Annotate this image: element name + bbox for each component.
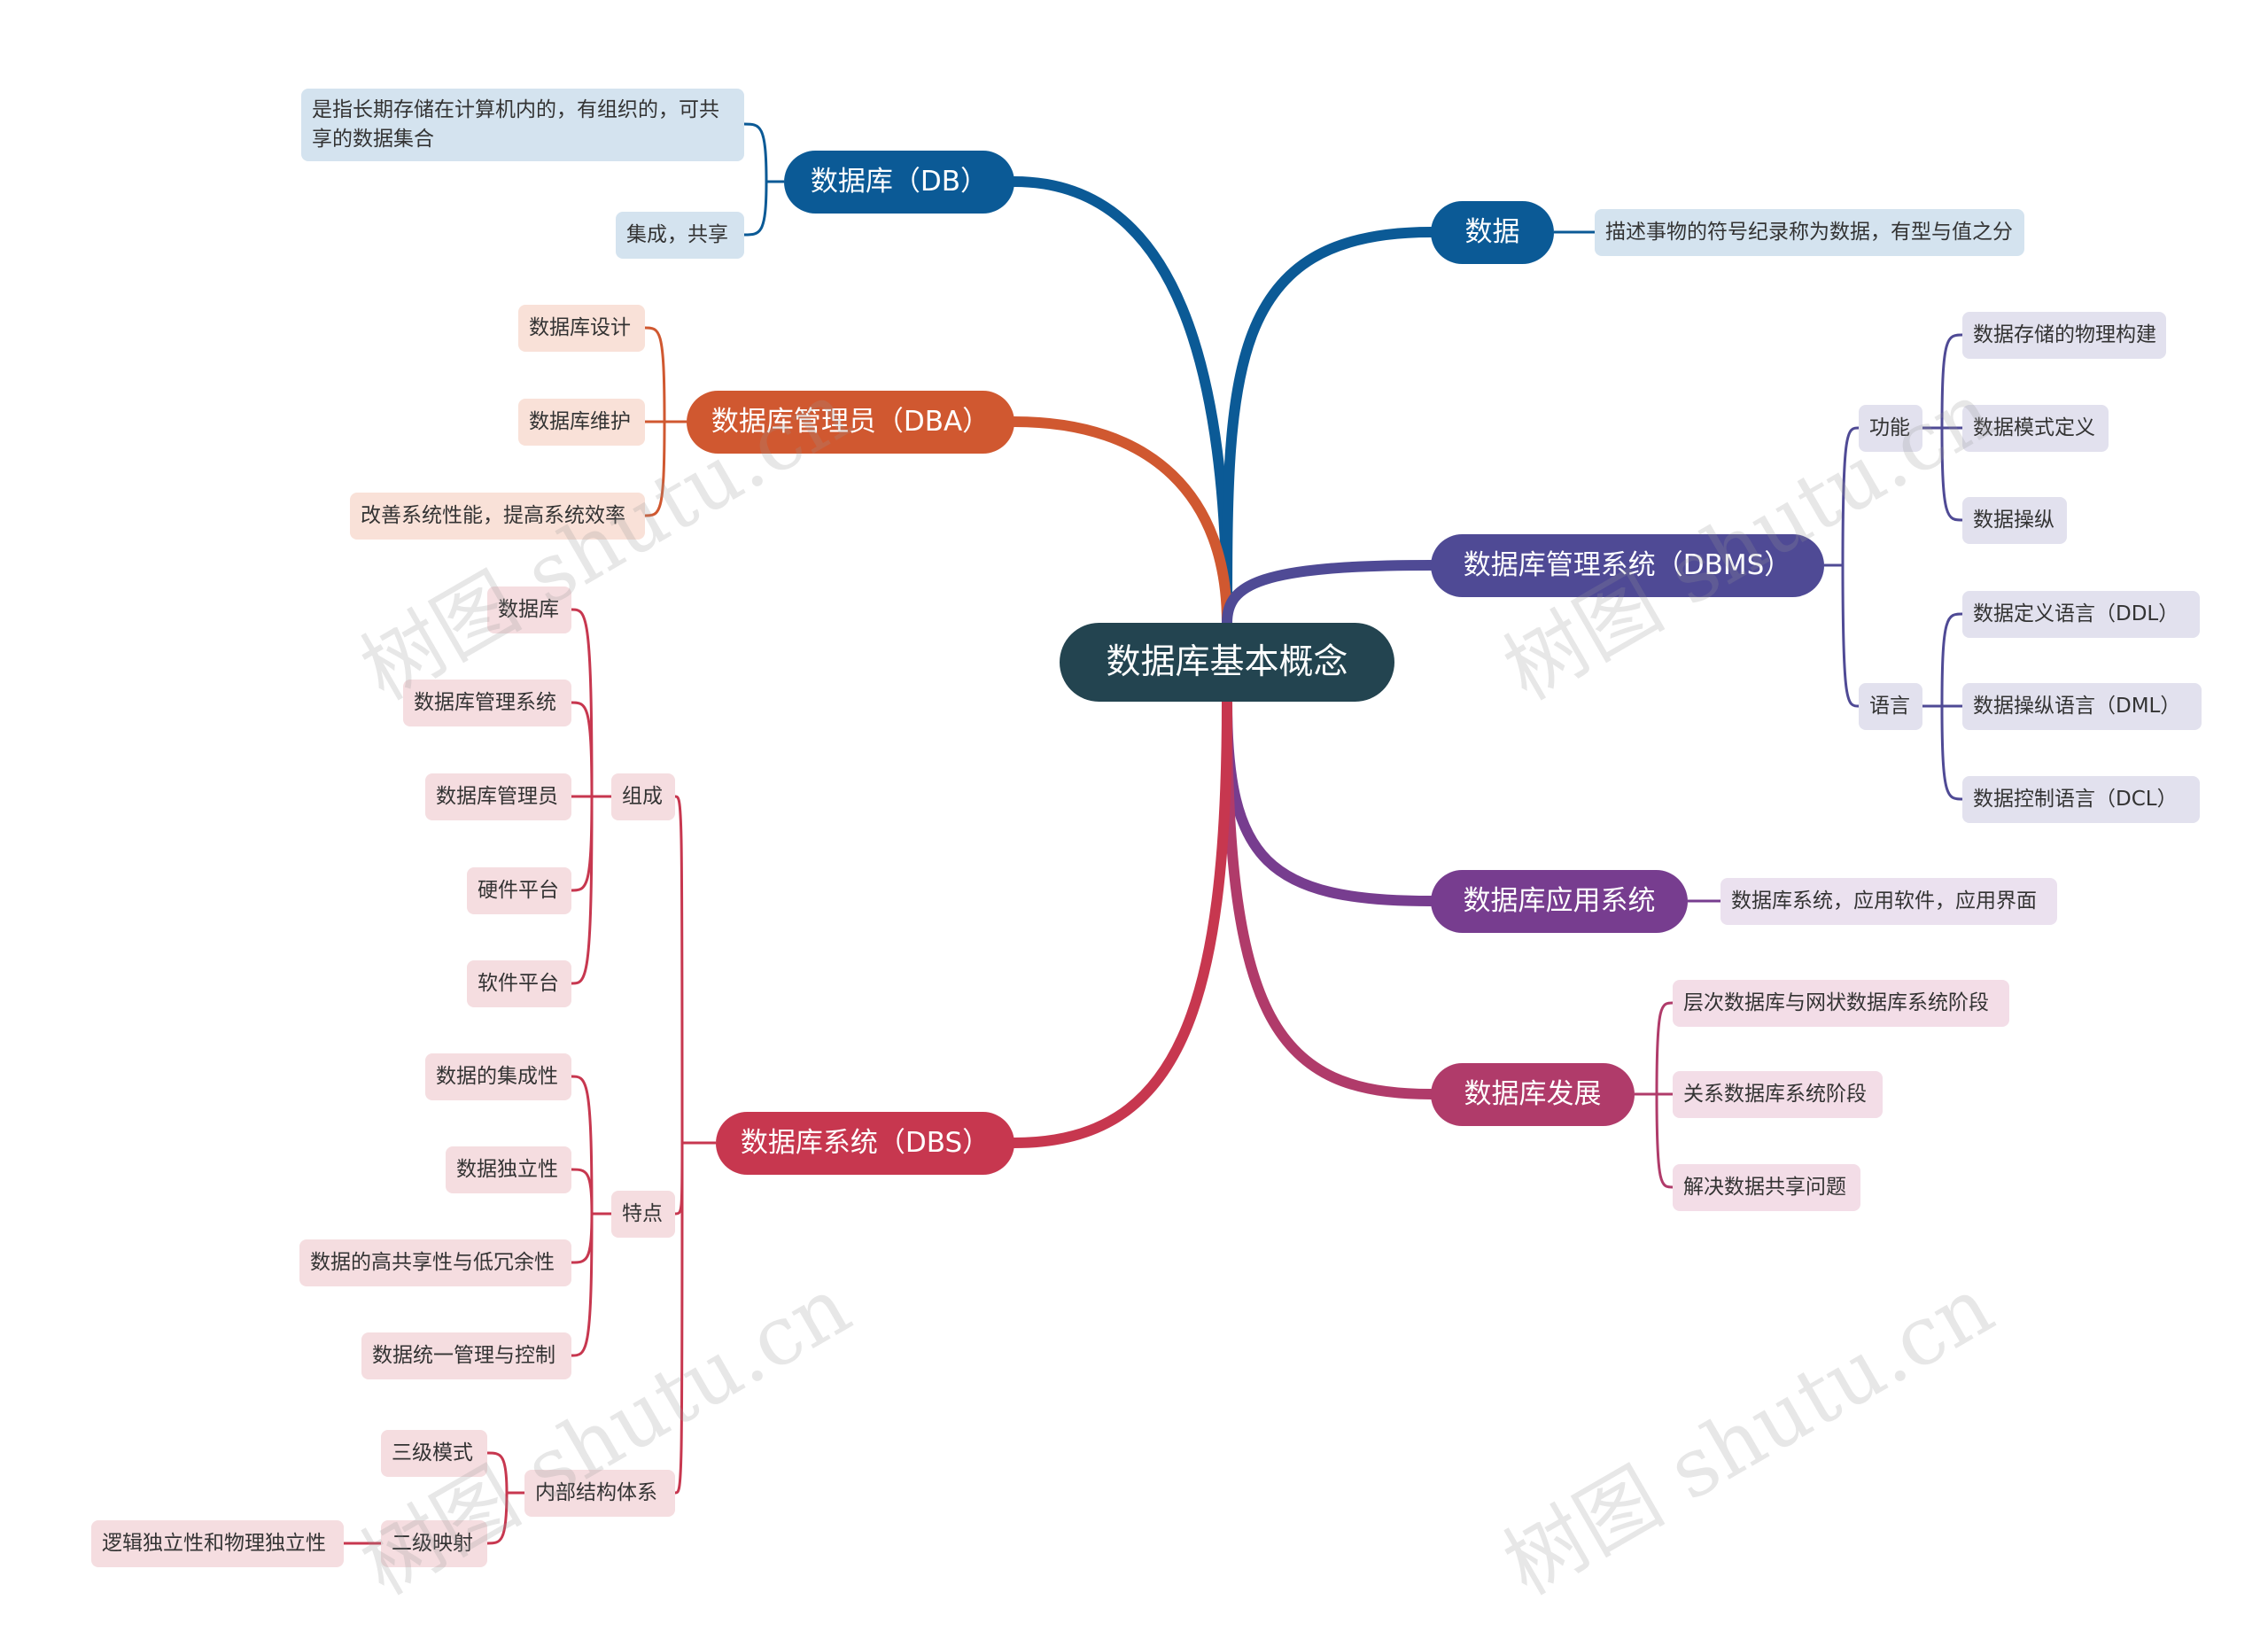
links-db [743, 122, 784, 237]
leaf-dbms-physical[interactable]: 数据存储的物理构建 [1962, 312, 2166, 359]
central-topic-label: 数据库基本概念 [1106, 642, 1348, 682]
leaf-dbs-comp-dba-text: 数据库管理员 [436, 785, 558, 808]
dbms-group-languages-label: 语言 [1869, 695, 1910, 718]
branch-data-label: 数据 [1464, 216, 1520, 248]
branch-dba[interactable]: 数据库管理员（DBA） [687, 391, 1014, 454]
leaf-dev-relational[interactable]: 关系数据库系统阶段 [1673, 1071, 1883, 1118]
link-center-dev [1222, 696, 1436, 1099]
branch-dbas-label: 数据库应用系统 [1463, 885, 1656, 917]
leaf-dba-design-text: 数据库设计 [529, 316, 631, 339]
link-center-dbms [1222, 560, 1436, 628]
leaf-dbs-comp-database[interactable]: 数据库 [487, 586, 571, 633]
leaf-dbms-manipulation[interactable]: 数据操纵 [1962, 497, 2067, 544]
leaf-dba-performance-text: 改善系统性能，提高系统效率 [361, 504, 625, 527]
dbs-group-structure[interactable]: 内部结构体系 [524, 1470, 675, 1517]
leaf-dev-relational-text: 关系数据库系统阶段 [1683, 1083, 1867, 1106]
branch-dev[interactable]: 数据库发展 [1431, 1063, 1635, 1126]
links-dev [1635, 1001, 1674, 1189]
leaf-dbs-comp-hardware-text: 硬件平台 [478, 879, 559, 902]
dbs-group-features-label: 特点 [622, 1202, 663, 1225]
links-dbs-composition [571, 608, 611, 985]
links-dbs-features [571, 1075, 611, 1357]
leaf-dbms-manipulation-text: 数据操纵 [1973, 509, 2054, 532]
links-dba [644, 326, 687, 517]
link-center-db [1009, 176, 1232, 628]
dbms-group-functions-label: 功能 [1869, 416, 1910, 439]
branch-dba-label: 数据库管理员（DBA） [711, 406, 990, 438]
leaf-dbs-feat-sharing[interactable]: 数据的高共享性与低冗余性 [299, 1239, 571, 1286]
dbs-group-composition[interactable]: 组成 [611, 773, 675, 820]
leaf-dbas-components-text: 数据库系统，应用软件，应用界面 [1731, 889, 2037, 913]
link-center-dbas [1222, 696, 1436, 906]
leaf-dbs-two-mapping-text: 二级映射 [392, 1532, 473, 1555]
leaf-dba-maintenance-text: 数据库维护 [529, 410, 631, 433]
leaf-db-features-text: 集成，共享 [626, 223, 728, 246]
leaf-dbms-ddl[interactable]: 数据定义语言（DDL） [1962, 591, 2200, 638]
branch-dbs[interactable]: 数据库系统（DBS） [716, 1112, 1014, 1175]
leaf-dbms-schema[interactable]: 数据模式定义 [1962, 405, 2109, 452]
leaf-dbs-independence-types[interactable]: 逻辑独立性和物理独立性 [91, 1520, 344, 1567]
central-topic[interactable]: 数据库基本概念 [1060, 623, 1394, 702]
branch-dbms-label: 数据库管理系统（DBMS） [1463, 549, 1792, 581]
branch-db-label: 数据库（DB） [810, 166, 989, 198]
leaf-dbs-independence-types-text: 逻辑独立性和物理独立性 [102, 1532, 326, 1555]
leaf-dbs-feat-control-text: 数据统一管理与控制 [372, 1344, 555, 1367]
leaf-dba-maintenance[interactable]: 数据库维护 [518, 399, 645, 446]
links-dbms [1824, 333, 1963, 801]
link-center-data [1222, 227, 1436, 628]
dbs-group-features[interactable]: 特点 [611, 1191, 675, 1238]
leaf-dbs-comp-software-text: 软件平台 [478, 972, 559, 995]
branch-db[interactable]: 数据库（DB） [784, 151, 1014, 214]
leaf-dev-sharing-text: 解决数据共享问题 [1683, 1176, 1846, 1199]
leaf-dbms-ddl-text: 数据定义语言（DDL） [1973, 602, 2179, 625]
link-center-dba [1009, 416, 1232, 628]
leaf-dba-design[interactable]: 数据库设计 [518, 305, 645, 352]
leaf-dev-hierarchical[interactable]: 层次数据库与网状数据库系统阶段 [1673, 980, 2009, 1027]
leaf-dbs-feat-sharing-text: 数据的高共享性与低冗余性 [310, 1251, 555, 1274]
link-center-dbs [1009, 696, 1232, 1148]
leaf-dbs-comp-dbms-text: 数据库管理系统 [414, 691, 556, 714]
leaf-dbms-dcl-text: 数据控制语言（DCL） [1973, 788, 2178, 811]
leaf-dbs-feat-independence[interactable]: 数据独立性 [446, 1146, 571, 1193]
leaf-dbms-dml-text: 数据操纵语言（DML） [1973, 695, 2181, 718]
dbms-group-functions[interactable]: 功能 [1859, 405, 1922, 452]
leaf-dbs-comp-dbms[interactable]: 数据库管理系统 [403, 680, 571, 726]
leaf-dbs-three-schema-text: 三级模式 [392, 1441, 473, 1464]
leaf-dev-sharing[interactable]: 解决数据共享问题 [1673, 1164, 1860, 1211]
leaf-dbs-two-mapping[interactable]: 二级映射 [381, 1520, 487, 1567]
leaf-dbs-feat-independence-text: 数据独立性 [456, 1158, 558, 1181]
leaf-dbms-schema-text: 数据模式定义 [1973, 416, 2095, 439]
leaf-dbs-comp-database-text: 数据库 [498, 598, 559, 621]
leaf-db-features[interactable]: 集成，共享 [616, 212, 744, 259]
leaf-dbs-comp-hardware[interactable]: 硬件平台 [467, 867, 571, 914]
dbms-group-languages[interactable]: 语言 [1859, 683, 1922, 730]
leaf-dbms-dcl[interactable]: 数据控制语言（DCL） [1962, 776, 2200, 823]
dbs-group-composition-label: 组成 [622, 785, 663, 808]
links-dbs [674, 795, 716, 1495]
leaf-dbas-components[interactable]: 数据库系统，应用软件，应用界面 [1720, 878, 2057, 925]
branch-data[interactable]: 数据 [1431, 201, 1554, 264]
branch-dev-label: 数据库发展 [1464, 1078, 1602, 1110]
leaf-dbs-feat-integration-text: 数据的集成性 [436, 1065, 558, 1088]
leaf-dba-performance[interactable]: 改善系统性能，提高系统效率 [350, 493, 645, 540]
leaf-dbms-physical-text: 数据存储的物理构建 [1973, 323, 2156, 346]
links-dbs-structure [344, 1451, 524, 1545]
leaf-dbs-comp-dba[interactable]: 数据库管理员 [425, 773, 571, 820]
dbs-group-structure-label: 内部结构体系 [535, 1481, 657, 1504]
leaf-dbms-dml[interactable]: 数据操纵语言（DML） [1962, 683, 2202, 730]
leaf-dev-hierarchical-text: 层次数据库与网状数据库系统阶段 [1683, 991, 1989, 1014]
leaf-dbs-feat-control[interactable]: 数据统一管理与控制 [361, 1332, 571, 1379]
leaf-db-definition-text: 是指长期存储在计算机内的，有组织的，可共享的数据集合 [312, 98, 719, 151]
branch-dbs-label: 数据库系统（DBS） [740, 1127, 990, 1159]
leaf-dbs-feat-integration[interactable]: 数据的集成性 [425, 1053, 571, 1100]
leaf-data-definition[interactable]: 描述事物的符号纪录称为数据，有型与值之分 [1595, 209, 2024, 256]
branch-dbas[interactable]: 数据库应用系统 [1431, 870, 1688, 933]
leaf-data-definition-text: 描述事物的符号纪录称为数据，有型与值之分 [1605, 221, 2013, 244]
leaf-db-definition[interactable]: 是指长期存储在计算机内的，有组织的，可共享的数据集合 [301, 89, 744, 161]
leaf-dbs-comp-software[interactable]: 软件平台 [467, 960, 571, 1007]
branch-dbms[interactable]: 数据库管理系统（DBMS） [1431, 534, 1824, 597]
leaf-dbs-three-schema[interactable]: 三级模式 [381, 1430, 487, 1477]
